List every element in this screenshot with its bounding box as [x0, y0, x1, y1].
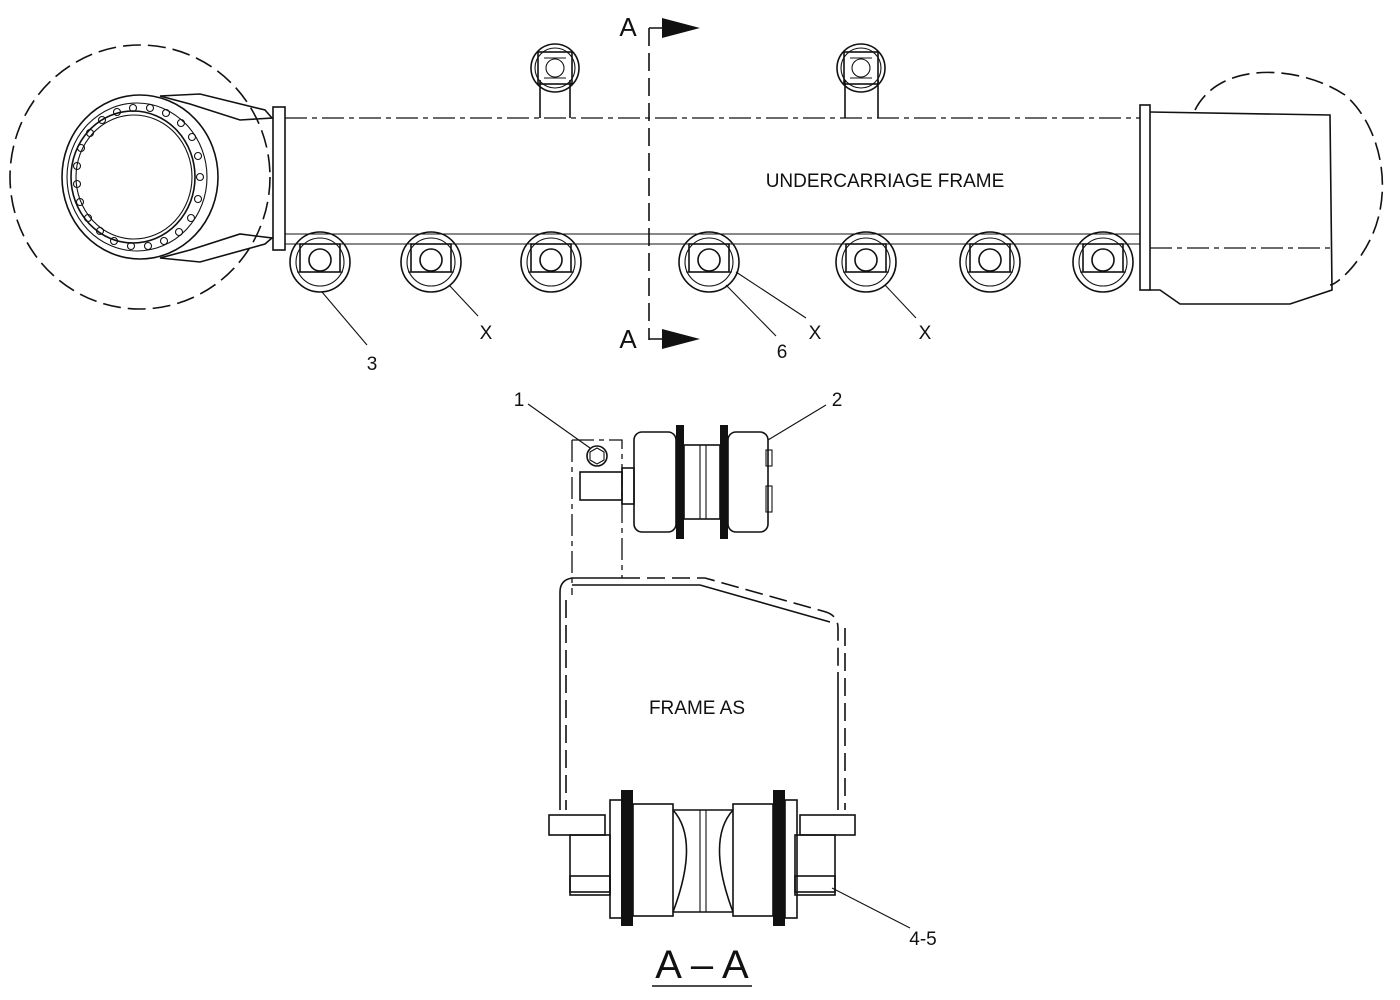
section-title: A – A	[655, 943, 749, 987]
track-roller-section	[548, 790, 856, 926]
section-mark-bottom: A	[619, 324, 637, 354]
track-roller-4	[678, 231, 740, 293]
idler-bracket-bottom	[159, 233, 274, 263]
idler-wheel-outline	[9, 44, 271, 310]
idler-bolt-circle	[72, 103, 205, 251]
frame-right-end-plate	[1139, 104, 1151, 291]
idler-hub-ring	[66, 102, 208, 252]
sprocket-outline	[1194, 71, 1384, 286]
track-roller-6	[959, 231, 1021, 293]
track-rollers	[289, 231, 1134, 293]
carrier-roller-1	[530, 43, 580, 118]
section-line-a-a: A A	[619, 12, 700, 354]
track-roller-2	[400, 231, 462, 293]
callout-x-3: X	[919, 323, 932, 344]
callout-3: 3	[367, 354, 378, 375]
callout-2: 2	[832, 390, 843, 411]
idler-hub-outer	[61, 94, 219, 260]
track-roller-7	[1072, 231, 1134, 293]
carrier-bracket	[571, 439, 623, 595]
undercarriage-frame-label: UNDERCARRIAGE FRAME	[766, 171, 1005, 192]
frame-right-box	[1149, 111, 1333, 305]
callout-x-1: X	[480, 323, 493, 344]
idler-hub-inner-ring	[75, 114, 193, 240]
callout-4-5: 4-5	[909, 929, 936, 950]
bolt-head-1	[586, 445, 608, 467]
track-roller-3	[520, 231, 582, 293]
frame-as-label: FRAME AS	[649, 698, 745, 719]
frame-left-end-plate	[272, 106, 286, 251]
frame-as-outline-left	[559, 577, 622, 810]
callout-6: 6	[777, 342, 788, 363]
idler-bracket-top	[159, 93, 274, 121]
track-roller-1	[289, 231, 351, 293]
carrier-roller-section	[633, 425, 773, 539]
carrier-roller-2	[836, 43, 886, 118]
track-roller-5	[835, 231, 897, 293]
section-view-a-a: FRAME AS 1 2 4-5	[514, 390, 937, 987]
idler-hub-inner	[70, 110, 196, 244]
callout-x-2: X	[809, 323, 822, 344]
undercarriage-frame-top-view: UNDERCARRIAGE FRAME A A 3 X 6 X X	[9, 12, 1384, 375]
callout-1: 1	[514, 390, 525, 411]
section-mark-top: A	[619, 12, 637, 42]
